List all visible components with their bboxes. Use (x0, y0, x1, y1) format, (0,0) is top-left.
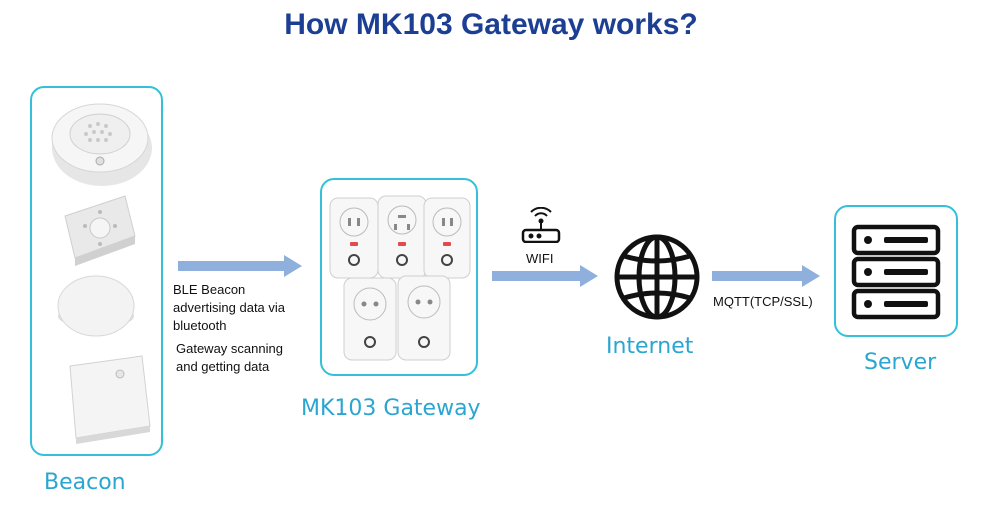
globe-icon (614, 234, 700, 320)
server-label: Server (864, 350, 937, 375)
wifi-label: WIFI (526, 251, 554, 266)
mqtt-label: MQTT(TCP/SSL) (713, 294, 813, 309)
ble-text-line1: BLE Beacon (173, 282, 246, 297)
router-icon (521, 207, 561, 243)
ceiling-beacon-icon (51, 103, 152, 444)
beacon-box (30, 86, 163, 456)
page-title: How MK103 Gateway works? (284, 8, 698, 41)
ble-text-line2: advertising data via (173, 300, 286, 315)
smart-plug-icon (329, 195, 471, 361)
server-icon (851, 224, 941, 320)
gateway-box (320, 178, 478, 376)
scan-text-line2: and getting data (176, 359, 270, 374)
gateway-label: MK103 Gateway (301, 396, 481, 421)
beacon-label: Beacon (44, 470, 126, 495)
server-box (834, 205, 958, 337)
arrow-beacon-to-gateway (178, 255, 302, 277)
internet-label: Internet (606, 334, 694, 359)
arrow-internet-to-server (712, 265, 820, 287)
arrow-gateway-to-internet (492, 265, 598, 287)
ble-text-line3: bluetooth (173, 318, 227, 333)
scan-text-line1: Gateway scanning (176, 341, 283, 356)
